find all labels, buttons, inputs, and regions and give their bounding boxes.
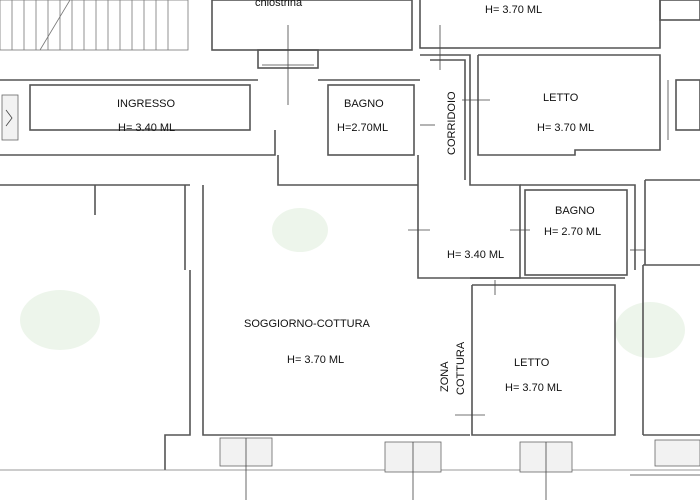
zona-cottura-label-1: ZONA — [439, 361, 451, 392]
top-room-height: H= 3.70 ML — [485, 4, 542, 16]
ingresso-label: INGRESSO — [117, 98, 176, 110]
letto-1-label: LETTO — [543, 92, 579, 104]
chiostrina-label: chiostrina — [255, 0, 303, 9]
corridoio-label: CORRIDOIO — [446, 91, 458, 155]
staircase — [0, 0, 189, 51]
bagno-1-height: H=2.70ML — [337, 122, 388, 134]
corridoio-height: H= 3.40 ML — [447, 249, 504, 261]
soggiorno-height: H= 3.70 ML — [287, 354, 344, 366]
letto-2-label: LETTO — [514, 357, 550, 369]
watermark — [20, 208, 685, 358]
letto-2-height: H= 3.70 ML — [505, 382, 562, 394]
windows — [219, 437, 700, 500]
bagno-2-label: BAGNO — [555, 205, 595, 217]
left-window — [1, 94, 19, 141]
zona-cottura-label-2: COTTURA — [455, 341, 467, 395]
bagno-1-label: BAGNO — [344, 98, 384, 110]
ingresso-height: H= 3.40 ML — [118, 122, 175, 134]
section-marks — [262, 25, 669, 416]
letto-1-height: H= 3.70 ML — [537, 122, 594, 134]
soggiorno-label: SOGGIORNO-COTTURA — [244, 318, 371, 330]
bagno-2-height: H= 2.70 ML — [544, 226, 601, 238]
walls — [0, 0, 700, 471]
